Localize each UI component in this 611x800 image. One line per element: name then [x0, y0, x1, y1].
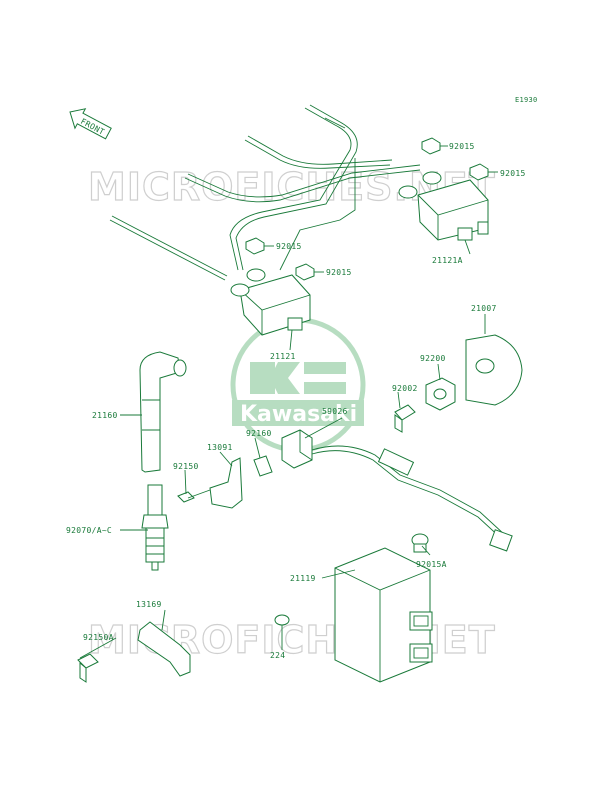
leader-lines — [79, 145, 498, 659]
plate-92160 — [253, 455, 273, 477]
logo-text: Kawasaki — [240, 402, 357, 427]
label-21119: 21119 — [290, 574, 316, 583]
label-59026: 59026 — [322, 407, 348, 416]
label-92015-d: 92015 — [326, 268, 352, 277]
label-13169: 13169 — [136, 600, 162, 609]
label-92200: 92200 — [420, 354, 446, 363]
nut-92015-a-icon — [421, 137, 441, 155]
label-13091: 13091 — [207, 443, 233, 452]
label-92002: 92002 — [392, 384, 418, 393]
kawasaki-logo: Kawasaki — [230, 317, 366, 453]
label-21121: 21121 — [270, 352, 296, 361]
igniter-21119 — [334, 547, 433, 683]
label-92070: 92070/A~C — [66, 526, 112, 535]
label-92150: 92150 — [173, 462, 199, 471]
label-224: 224 — [270, 651, 285, 660]
timing-rotor-21007 — [465, 334, 523, 406]
nut-92015-d-icon — [295, 263, 315, 281]
spark-plug-cap-21160 — [139, 351, 187, 473]
label-21160: 21160 — [92, 411, 118, 420]
diagram-code: E1930 — [515, 96, 538, 104]
bolt-92150a-icon — [77, 653, 99, 683]
label-21007: 21007 — [471, 304, 497, 313]
nut-92200-icon — [425, 377, 456, 411]
ignition-coil-21121 — [230, 268, 311, 336]
label-92160: 92160 — [246, 429, 272, 438]
screw-224-icon — [274, 614, 290, 640]
bolt-92015a-icon — [411, 533, 429, 553]
spark-plug-92070 — [141, 484, 169, 571]
bracket-13091 — [209, 457, 243, 509]
ignition-leads — [109, 104, 421, 281]
bolt-92150-icon — [177, 489, 211, 503]
label-92015a: 92015A — [416, 560, 447, 569]
ignition-coil-21121a — [398, 171, 489, 241]
label-21121a: 21121A — [432, 256, 463, 265]
front-arrow-icon: FRONT — [69, 108, 112, 140]
label-92150a: 92150A — [83, 633, 114, 642]
label-92015-b: 92015 — [500, 169, 526, 178]
pickup-coil-59026 — [281, 429, 513, 552]
nut-92015-c-icon — [245, 237, 265, 255]
label-92015-a: 92015 — [449, 142, 475, 151]
bolt-92002-icon — [394, 404, 416, 433]
nut-92015-b-icon — [469, 163, 489, 181]
bracket-13169 — [137, 621, 191, 677]
label-92015-c: 92015 — [276, 242, 302, 251]
